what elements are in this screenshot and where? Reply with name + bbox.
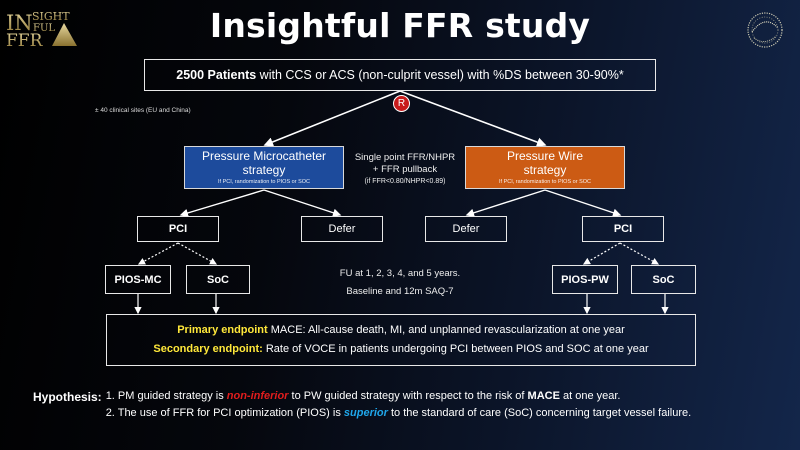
h1-pre: 1. PM guided strategy is bbox=[105, 390, 227, 402]
arrow-to-pmc bbox=[263, 90, 401, 147]
pressure-microcatheter-strategy-box: Pressure Microcatheter strategy If PCI, … bbox=[184, 146, 344, 189]
h1-mace: MACE bbox=[527, 390, 560, 402]
arrow-to-pw bbox=[399, 90, 547, 147]
pw-title-line2: strategy bbox=[523, 162, 567, 177]
hypothesis-label: Hypothesis: bbox=[33, 390, 102, 404]
measurement-line2: + FFR pullback bbox=[372, 164, 438, 176]
arrow-pmc-defer bbox=[263, 189, 342, 217]
svg-text:FFR: FFR bbox=[6, 31, 44, 46]
primary-endpoint: Primary endpoint MACE: All-cause death, … bbox=[177, 321, 625, 340]
pw-defer-box: Defer bbox=[425, 216, 507, 242]
svg-text:SIGHT: SIGHT bbox=[32, 10, 70, 23]
follow-up-line1: FU at 1, 2, 3, 4, and 5 years. bbox=[339, 268, 461, 279]
population-box: 2500 Patients with CCS or ACS (non-culpr… bbox=[144, 59, 656, 91]
pressure-wire-strategy-box: Pressure Wire strategy If PCI, randomiza… bbox=[465, 146, 625, 189]
arrow-pci-pios-pw bbox=[582, 242, 621, 265]
pmc-note: If PCI, randomization to PIOS or SOC bbox=[217, 178, 310, 185]
soc-right-box: SoC bbox=[631, 265, 696, 294]
primary-endpoint-label: Primary endpoint bbox=[177, 323, 268, 336]
h2-pre: 2. The use of FFR for PCI optimization (… bbox=[105, 406, 344, 419]
population-count: 2500 Patients bbox=[176, 68, 257, 82]
pmc-title-line2: strategy bbox=[242, 162, 286, 177]
randomization-icon: R bbox=[393, 95, 410, 112]
population-criteria: with CCS or ACS (non-culprit vessel) wit… bbox=[256, 68, 624, 82]
endpoints-box: Primary endpoint MACE: All-cause death, … bbox=[106, 314, 696, 366]
arrow-pw-pci bbox=[544, 189, 622, 217]
arrow-pmc-pci bbox=[179, 189, 265, 218]
globe-sphere-logo bbox=[747, 12, 783, 48]
arrow-pci-soc-right bbox=[619, 242, 660, 265]
pmc-defer-box: Defer bbox=[301, 216, 383, 242]
hypothesis-section: Hypothesis: 1. PM guided strategy is non… bbox=[33, 388, 691, 421]
measurement-line1: Single point FFR/NHPR bbox=[354, 152, 456, 163]
pw-note: If PCI, randomization to PIOS or SOC bbox=[498, 178, 591, 185]
sites-note: ± 40 clinical sites (EU and China) bbox=[95, 107, 191, 114]
h2-superior: superior bbox=[343, 406, 388, 419]
insightful-ffr-logo: IN SIGHT FUL FFR bbox=[6, 10, 77, 46]
pios-pw-box: PIOS-PW bbox=[552, 265, 618, 294]
svg-text:IN: IN bbox=[6, 11, 33, 35]
randomization-label: R bbox=[397, 98, 406, 109]
secondary-endpoint-label: Secondary endpoint: bbox=[153, 343, 263, 355]
follow-up-line2: Baseline and 12m SAQ-7 bbox=[346, 286, 454, 298]
measurement-protocol: Single point FFR/NHPR + FFR pullback (if… bbox=[345, 152, 465, 186]
secondary-endpoint-text: Rate of VOCE in patients undergoing PCI … bbox=[262, 343, 649, 355]
arrow-pci-soc-left bbox=[177, 242, 218, 265]
pw-pci-box: PCI bbox=[582, 216, 664, 242]
arrow-pw-defer bbox=[465, 189, 546, 217]
hypothesis-2: 2. The use of FFR for PCI optimization (… bbox=[106, 405, 692, 422]
follow-up-note: FU at 1, 2, 3, 4, and 5 years. Baseline … bbox=[320, 265, 480, 301]
h1-post: at one year. bbox=[559, 390, 621, 402]
hypothesis-1: 1. PM guided strategy is non-inferior to… bbox=[106, 388, 692, 405]
pmc-pci-box: PCI bbox=[137, 216, 219, 242]
measurement-line3: (if FFR<0.80/NHPR<0.89) bbox=[364, 177, 446, 185]
secondary-endpoint: Secondary endpoint: Rate of VOCE in pati… bbox=[153, 340, 648, 359]
svg-text:FUL: FUL bbox=[33, 23, 55, 34]
h1-mid: to PW guided strategy with respect to th… bbox=[288, 390, 528, 402]
pios-mc-box: PIOS-MC bbox=[105, 265, 171, 294]
pw-title-line1: Pressure Wire bbox=[506, 149, 583, 164]
primary-endpoint-text: MACE: All-cause death, MI, and unplanned… bbox=[267, 323, 625, 336]
soc-left-box: SoC bbox=[186, 265, 250, 294]
h2-post: to the standard of care (SoC) concerning… bbox=[387, 406, 692, 419]
pmc-title-line1: Pressure Microcatheter bbox=[201, 149, 327, 164]
arrow-pci-pios-mc bbox=[137, 242, 179, 265]
h1-non-inferior: non-inferior bbox=[226, 390, 289, 402]
page-title: Insightful FFR study bbox=[209, 6, 591, 45]
